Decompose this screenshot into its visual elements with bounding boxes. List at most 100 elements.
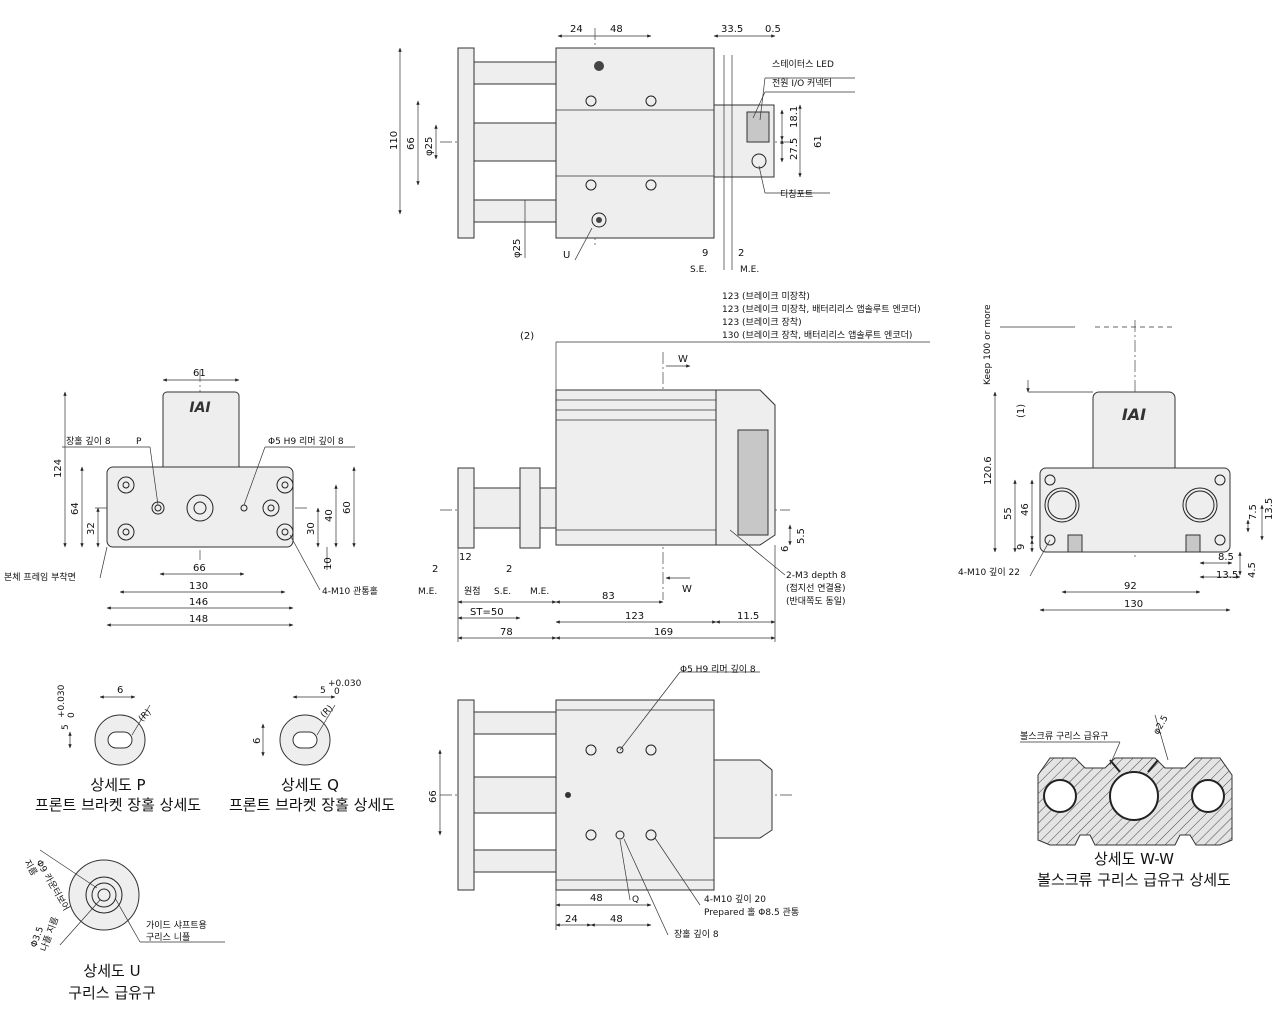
front-dim-40: 40: [324, 509, 335, 522]
teaching-port-icon: [751, 153, 767, 169]
top-guide-rod-lower: [473, 199, 559, 223]
through-hole-label: 4-M10 관통홀: [322, 585, 378, 597]
detail-q-title: 상세도 Q: [281, 776, 339, 794]
side-me-label-right: M.E.: [530, 587, 549, 597]
side-dim-2b: 2: [506, 564, 512, 575]
top-dim-48: 48: [610, 24, 623, 35]
front-dim-61: 61: [193, 368, 206, 379]
detail-p-dim-6: 6: [117, 685, 123, 696]
side-dim-123: 123: [625, 611, 644, 622]
side-dim-6: 6: [780, 546, 791, 552]
section-w-top: W: [678, 354, 688, 365]
top-guide-rod-upper: [473, 61, 559, 85]
bottom-slot-label: 장홀 깊이 8: [674, 928, 719, 940]
side-view: (2) 12 2 2 83 123 11.5 78 169 ST=50 5.5 …: [418, 291, 930, 642]
right-dim-55: 55: [1003, 507, 1014, 520]
side-note-3: 123 (브레이크 장착): [722, 317, 802, 328]
bottom-front-bracket: [457, 699, 475, 891]
front-view: IAI 61 124 64 32 66 130 146 148 30: [4, 368, 378, 627]
top-main-rod: [473, 122, 559, 162]
front-dim-146: 146: [189, 597, 208, 608]
detail-w-subtitle: 볼스크류 구리스 급유구 상세도: [1037, 871, 1231, 889]
top-dim-18-1: 18.1: [789, 106, 800, 128]
right-dim-120-6: 120.6: [983, 456, 994, 485]
bottom-dim-48a: 48: [590, 893, 603, 904]
detail-u-callout: U: [563, 250, 570, 261]
detail-p-subtitle: 프론트 브라켓 장홀 상세도: [35, 796, 201, 814]
front-dim-60: 60: [342, 501, 353, 514]
detail-w: 볼스크류 구리스 급유구 φ2.5 상세도 W-W 볼스크류 구리스 급유구 상…: [1020, 714, 1233, 889]
origin-label: 원점: [464, 585, 481, 597]
top-dim-2: 2: [738, 248, 744, 259]
detail-q-tol-lower: 0: [334, 687, 340, 697]
detail-q-callout: Q: [632, 895, 639, 905]
bottom-main-rod: [473, 776, 559, 814]
side-dim-5-5: 5.5: [796, 528, 807, 544]
top-front-bracket: [457, 47, 475, 239]
front-dim-148: 148: [189, 614, 208, 625]
detail-u: Φ9 카운터보어 지름 Φ3.5 나플 지름 가이드 샤프트용 구리스 니플 상…: [21, 849, 225, 1002]
bottom-reamer-label: Φ5 H9 리머 깊이 8: [680, 663, 756, 675]
right-dim-13-5-h: 13.5: [1216, 570, 1238, 581]
right-dim-9: 9: [1016, 544, 1027, 550]
right-dim-4-5: 4.5: [1247, 562, 1258, 578]
side-dim-78: 78: [500, 627, 513, 638]
detail-p-tol-lower: 0: [67, 712, 77, 718]
front-bracket: [106, 466, 294, 548]
detail-p-title: 상세도 P: [90, 776, 145, 794]
status-led-label: 스테이터스 LED: [772, 59, 834, 70]
detail-u-label-1: Φ9 카운터보어: [33, 858, 71, 913]
detail-u-label-6: 구리스 니플: [146, 932, 190, 943]
right-iai-logo: IAI: [1122, 405, 1146, 424]
detail-u-label-5: 가이드 샤프트용: [146, 920, 207, 931]
detail-p: 6 +0.030 0 5 (R) 상세도 P 프론트 브라켓 장홀 상세도: [35, 684, 201, 814]
front-dim-64: 64: [70, 502, 81, 515]
right-dim-8-5: 8.5: [1218, 552, 1234, 563]
right-view: IAI EC Keep 100 or more (1) 120.6 55 46 …: [958, 304, 1275, 612]
detail-u-subtitle: 구리스 급유구: [68, 984, 156, 1002]
section-w-bottom: W: [682, 584, 692, 595]
bottom-dim-48b: 48: [610, 914, 623, 925]
detail-q-tol-upper: +0.030: [328, 679, 362, 689]
front-dim-30: 30: [306, 522, 317, 535]
detail-p-callout: P: [136, 437, 142, 447]
bottom-hole-label-1: 4-M10 깊이 20: [704, 893, 766, 905]
detail-p-tol-upper: +0.030: [57, 684, 67, 718]
top-dim-0-5: 0.5: [765, 24, 781, 35]
right-dim-130: 130: [1124, 599, 1143, 610]
right-dim-92: 92: [1124, 581, 1137, 592]
side-rod: [473, 487, 559, 529]
top-dim-110: 110: [389, 131, 400, 150]
top-dim-27-5: 27.5: [789, 138, 800, 160]
detail-q-dim-6: 6: [252, 738, 263, 744]
detail-p-dim-5: 5: [61, 724, 71, 730]
detail-q-dim-5: 5: [320, 686, 326, 696]
detail-q-radius: (R): [319, 704, 335, 720]
side-se-label: S.E.: [494, 587, 511, 597]
bottom-guide-rod-upper: [473, 711, 559, 735]
keep-clearance-label: Keep 100 or more: [983, 304, 993, 385]
detail-u-title: 상세도 U: [83, 962, 140, 980]
side-cover-recess: [737, 429, 769, 536]
side-note-2: 123 (브레이크 미장착, 배터리리스 앱솔루트 엔코더): [722, 303, 921, 315]
m3-screw-note2: (반대쪽도 동일): [786, 596, 846, 607]
bottom-dim-24: 24: [565, 914, 578, 925]
bottom-body: [555, 699, 715, 891]
top-dim-24: 24: [570, 24, 583, 35]
top-dim-33-5: 33.5: [721, 24, 743, 35]
right-dim-46: 46: [1020, 503, 1031, 516]
side-stopper: [519, 467, 541, 549]
right-dim-1-paren: (1): [1016, 404, 1027, 418]
bottom-guide-rod-lower: [473, 849, 559, 873]
detail-w-title: 상세도 W-W: [1094, 850, 1174, 868]
top-dim-61: 61: [813, 135, 824, 148]
power-io-connector: [746, 111, 770, 143]
m3-screw-note1: (접지선 연결용): [786, 582, 846, 594]
side-note-4: 130 (브레이크 장착, 배터리리스 앱솔루트 엔코더): [722, 329, 912, 341]
side-body: [555, 389, 717, 546]
top-dim-9: 9: [702, 248, 708, 259]
ww-label: 볼스크류 구리스 급유구: [1020, 731, 1109, 742]
side-dim-11-5: 11.5: [737, 611, 759, 622]
